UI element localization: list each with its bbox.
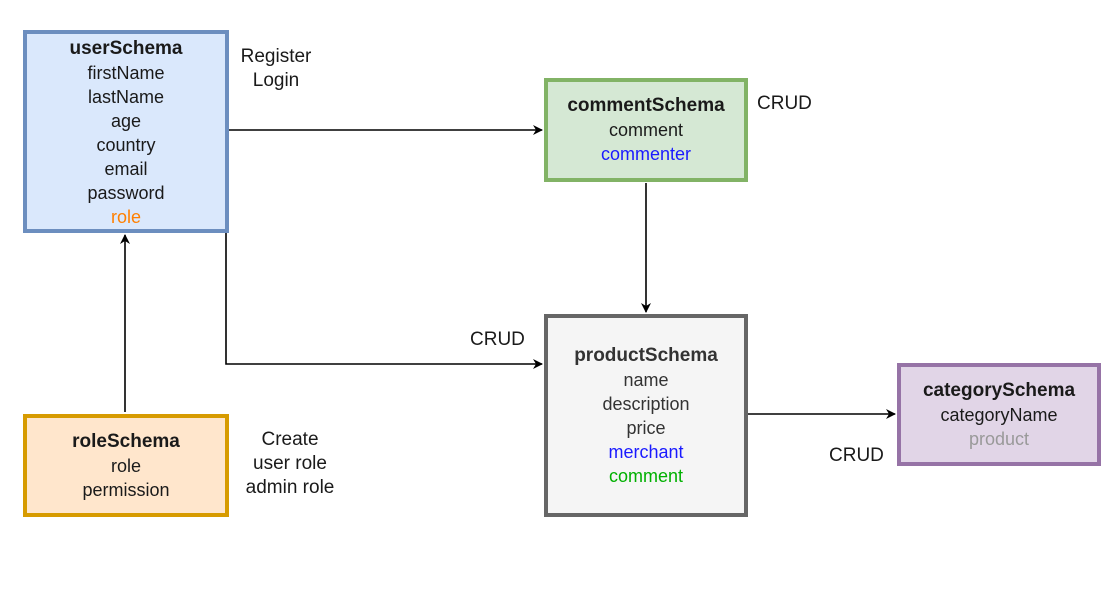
arrow-user-to-product (225, 233, 543, 369)
product-comment-field: comment (608, 465, 684, 486)
comment-crud-label: CRUD (757, 93, 812, 114)
product-schema-box: productSchema name description price mer… (544, 314, 748, 517)
category-schema-box: categorySchema categoryName product (897, 363, 1101, 466)
user-field: password (87, 182, 165, 203)
category-schema-title: categorySchema (922, 379, 1076, 401)
user-field: firstName (87, 62, 165, 83)
role-schema-box: roleSchema role permission (23, 414, 229, 517)
role-schema-title: roleSchema (72, 430, 180, 452)
user-ops-label: Register Login (231, 45, 321, 93)
admin-role-label: admin role (245, 477, 335, 498)
comment-schema-box: commentSchema comment commenter (544, 78, 748, 182)
register-label: Register (240, 46, 312, 67)
user-schema-box: userSchema firstName lastName age countr… (23, 30, 229, 233)
role-field: permission (82, 479, 170, 500)
product-field: description (602, 393, 690, 414)
comment-schema-title: commentSchema (567, 95, 725, 116)
comment-commenter-field: commenter (600, 144, 692, 164)
product-merchant-field: merchant (608, 441, 684, 462)
category-product-field: product (968, 428, 1030, 449)
category-field: categoryName (940, 404, 1058, 425)
user-field: age (110, 110, 142, 131)
user-field: country (96, 134, 156, 155)
user-role-label: user role (253, 453, 327, 474)
user-field: lastName (87, 86, 165, 107)
user-role-field: role (110, 206, 141, 227)
role-field: role (110, 455, 141, 476)
user-schema-title: userSchema (69, 37, 183, 59)
user-field: email (104, 158, 148, 179)
product-field: name (623, 369, 669, 390)
create-label: Create (261, 429, 319, 450)
product-field: price (626, 417, 666, 438)
product-schema-title: productSchema (574, 344, 718, 366)
product-crud-label: CRUD (470, 329, 525, 350)
login-label: Login (252, 70, 300, 91)
comment-field: comment (608, 120, 684, 140)
category-crud-label: CRUD (829, 445, 884, 466)
role-ops-label: Create user role admin role (240, 428, 340, 500)
